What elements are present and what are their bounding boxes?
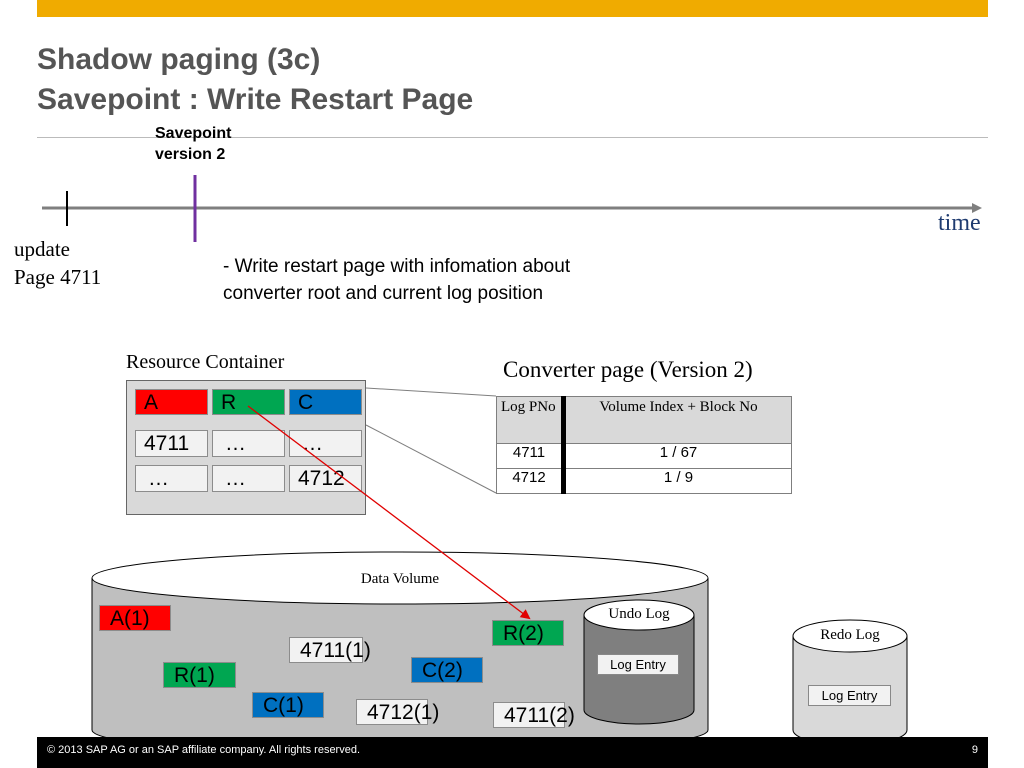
time-label: time: [938, 210, 981, 236]
restart-note-line2: converter root and current log position: [223, 283, 544, 304]
rc-cell-ellipsis: …: [289, 430, 362, 457]
rc-cell-r: R: [212, 389, 285, 415]
restart-note: - Write restart page with infomation abo…: [223, 253, 570, 307]
copyright-text: © 2013 SAP AG or an SAP affiliate compan…: [47, 744, 361, 756]
data-volume-label: Data Volume: [360, 571, 440, 587]
data-volume-top: [91, 551, 709, 605]
converter-table: Log PNo Volume Index + Block No 4711 1 /…: [496, 396, 792, 494]
converter-title: Converter page (Version 2): [503, 357, 753, 382]
converter-header-location: Volume Index + Block No: [563, 396, 792, 444]
zoom-connector-bottom: [365, 424, 497, 494]
page-number: 9: [971, 744, 978, 756]
undo-log-label: Undo Log: [608, 606, 670, 622]
title-divider: [37, 137, 988, 138]
block-r2: R(2): [492, 620, 564, 646]
restart-note-line1: - Write restart page with infomation abo…: [223, 256, 571, 277]
undo-log-top: [583, 599, 695, 631]
rc-cell-ellipsis: …: [135, 465, 208, 492]
timeline: [42, 175, 982, 242]
time-axis-arrowhead: [972, 203, 982, 213]
top-accent-bar: [37, 0, 988, 17]
slide-title-line1: Shadow paging (3c): [37, 43, 321, 76]
slide-title-line2: Savepoint : Write Restart Page: [37, 83, 474, 116]
converter-cell-location: 1 / 67: [563, 443, 792, 469]
update-label: update Page 4711: [14, 235, 101, 291]
update-label-line2: Page 4711: [14, 265, 102, 289]
redo-log-entry: Log Entry: [808, 685, 891, 706]
resource-container-title: Resource Container: [126, 351, 285, 373]
pointer-arrow: [247, 405, 531, 620]
redo-log-top: [792, 619, 908, 653]
redo-log-label: Redo Log: [820, 627, 880, 643]
converter-cell-location: 1 / 9: [563, 468, 792, 494]
rc-cell-ellipsis: …: [212, 430, 285, 457]
block-4712-1: 4712(1): [356, 699, 439, 725]
undo-log-entry: Log Entry: [597, 654, 679, 675]
converter-cell-pno: 4711: [496, 443, 566, 469]
converter-header-row: Log PNo Volume Index + Block No: [496, 396, 792, 444]
block-4711-1: 4711(1): [289, 637, 371, 663]
rc-cell-c: C: [289, 389, 362, 415]
update-label-line1: update: [14, 237, 70, 261]
footer-bar: © 2013 SAP AG or an SAP affiliate compan…: [37, 737, 988, 768]
rc-cell-4712: 4712: [289, 465, 362, 492]
converter-row: 4711 1 / 67: [496, 443, 792, 469]
zoom-connector-top: [365, 387, 497, 397]
block-a1: A(1): [99, 605, 171, 631]
converter-cell-pno: 4712: [496, 468, 566, 494]
converter-row: 4712 1 / 9: [496, 468, 792, 494]
block-4711-2: 4711(2): [493, 702, 575, 728]
block-c1: C(1): [252, 692, 324, 718]
rc-cell-a: A: [135, 389, 208, 415]
rc-cell-4711: 4711: [135, 430, 208, 457]
converter-header-pno: Log PNo: [496, 396, 566, 444]
rc-cell-ellipsis: …: [212, 465, 285, 492]
savepoint-label: Savepoint version 2: [155, 125, 232, 163]
block-c2: C(2): [411, 657, 483, 683]
block-r1: R(1): [163, 662, 236, 688]
